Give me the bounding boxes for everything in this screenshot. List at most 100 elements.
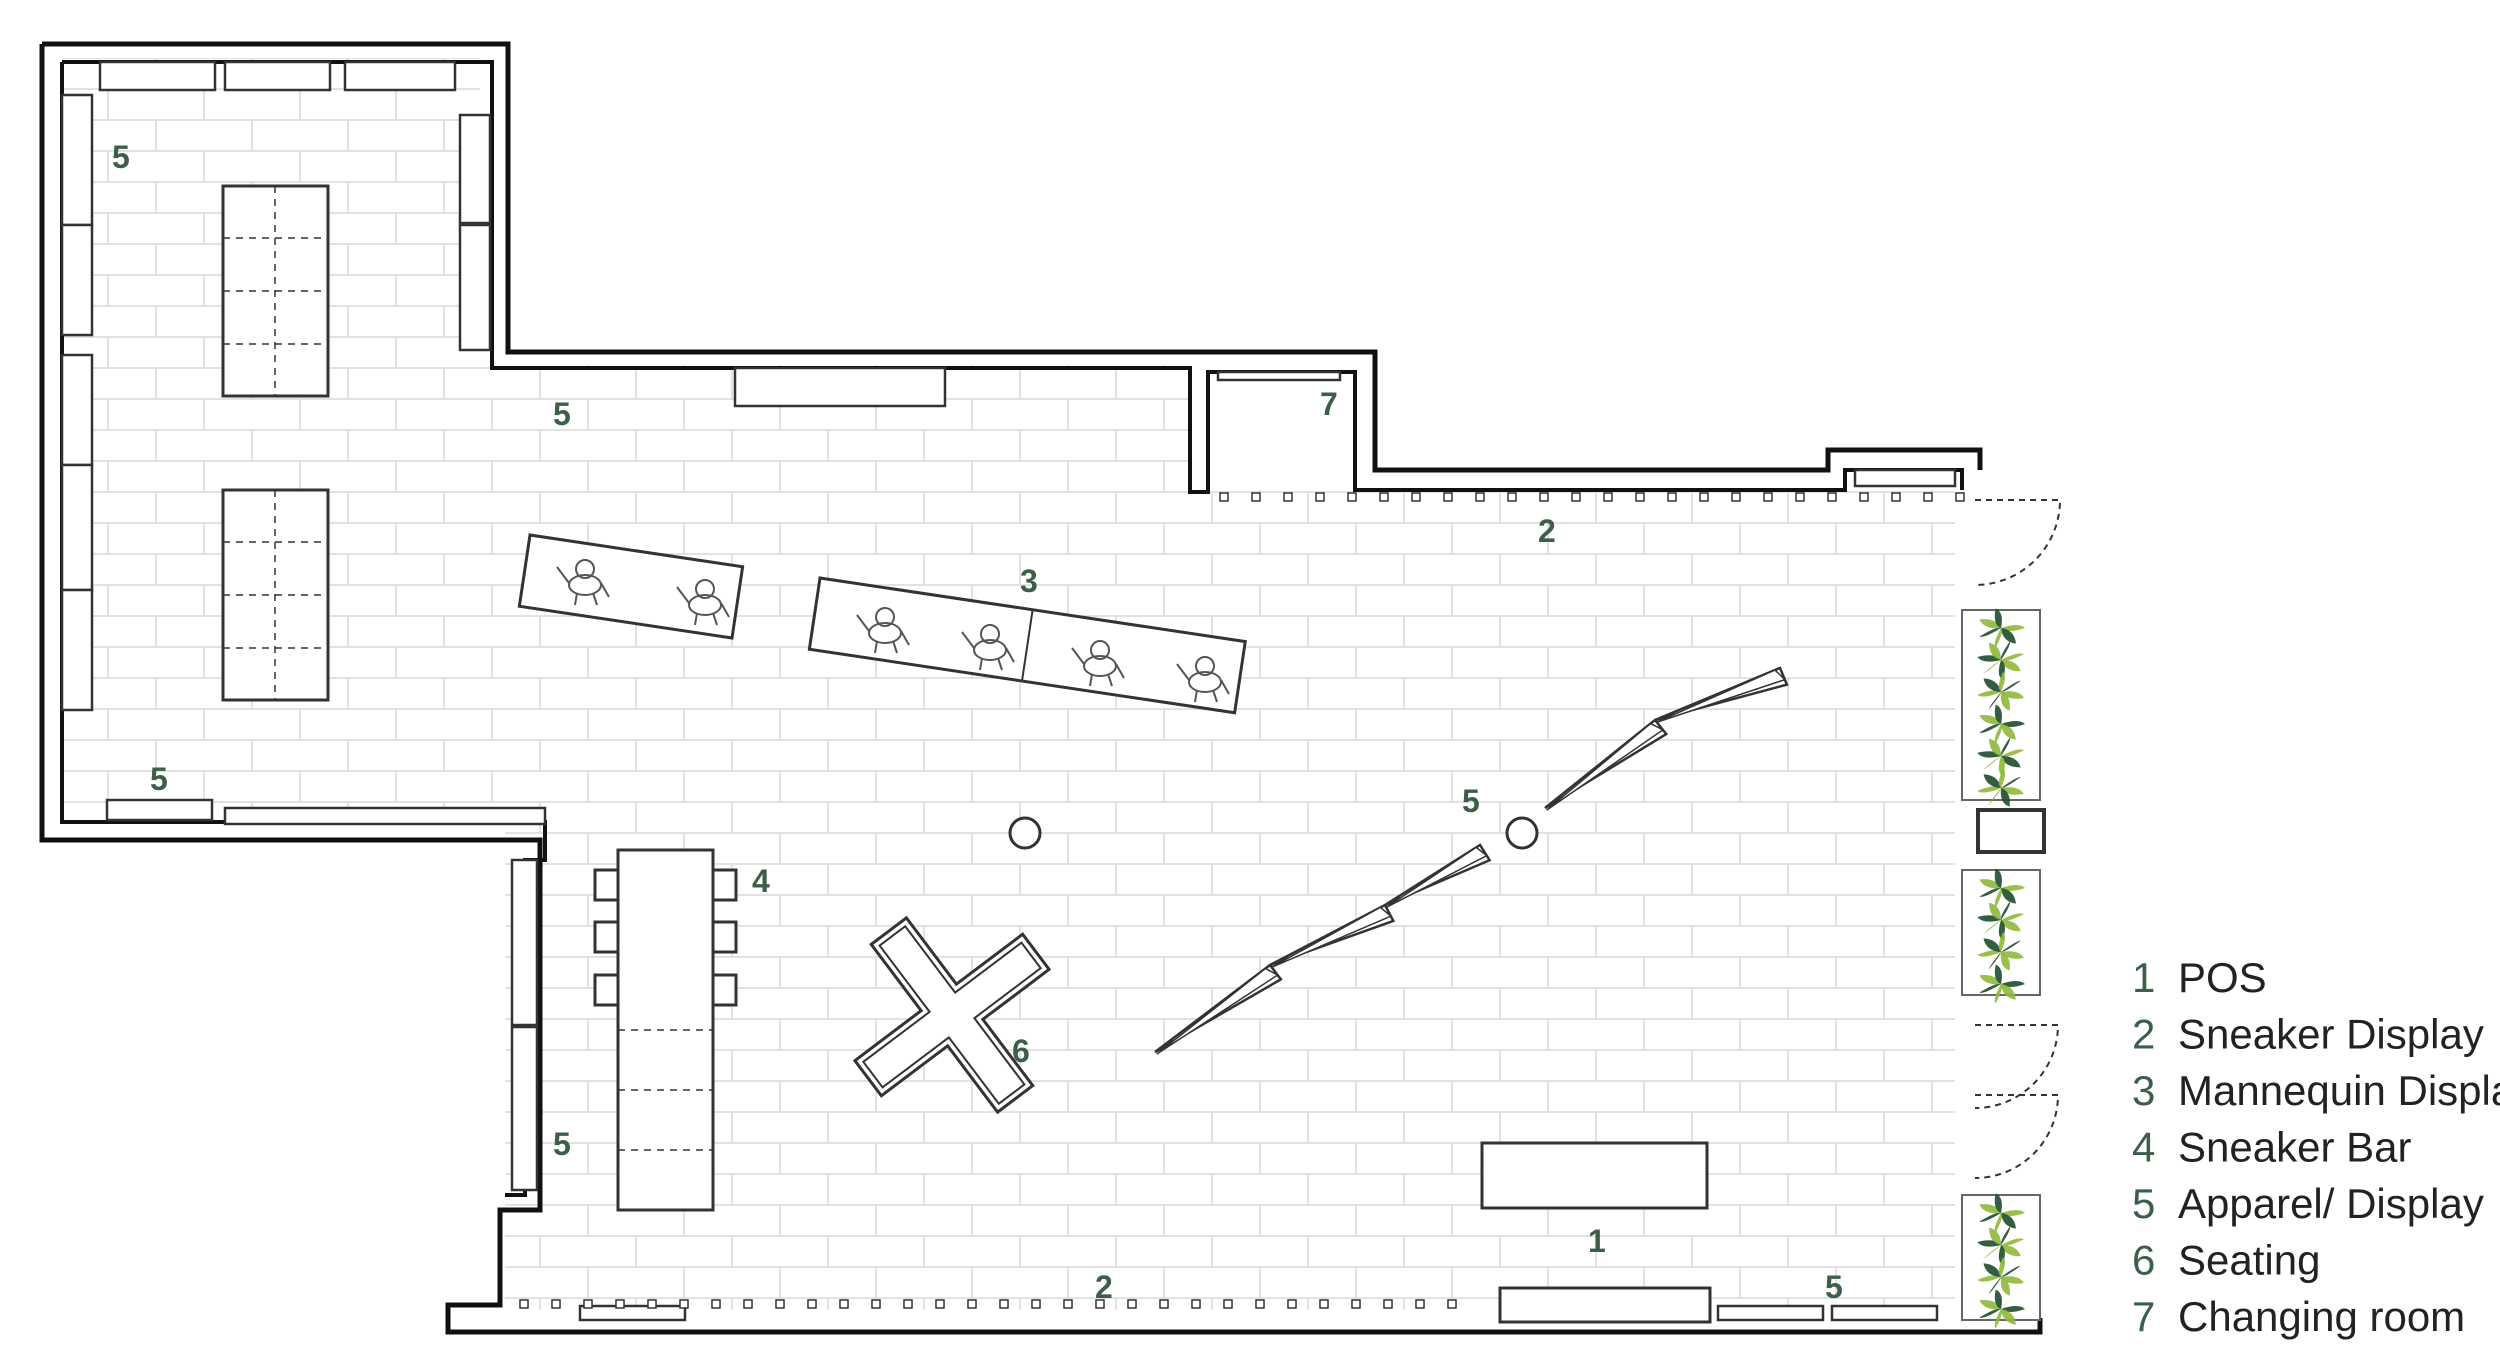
display-fin-inner (1546, 722, 1665, 811)
legend-number: 6 (2132, 1237, 2155, 1284)
sneaker-display-shelf (1795, 492, 1805, 502)
diagonal-display-fins (1154, 666, 1789, 1055)
sneaker-display-shelf (711, 1299, 721, 1309)
sneaker-display-shelf (1095, 1299, 1105, 1309)
wall-display (60, 588, 94, 712)
sneaker-display-shelf (1383, 1299, 1393, 1309)
mannequin-platform-small (517, 533, 745, 640)
zone-label: 7 (1320, 386, 1338, 422)
display-tables (221, 184, 330, 702)
wall-display (1216, 370, 1342, 382)
sneaker-display-shelf (1415, 1299, 1425, 1309)
sneaker-display-shelf (807, 1299, 817, 1309)
sneaker-display-shelf (1507, 492, 1517, 502)
display-fin-inner (1270, 906, 1393, 969)
sneaker-display-shelf (1347, 492, 1357, 502)
sneaker-display-shelf (871, 1299, 881, 1309)
entrance-post (1976, 808, 2046, 854)
display-fin-inner (1655, 669, 1787, 724)
legend-label: Sneaker Bar (2178, 1124, 2411, 1171)
sneaker-display-shelf (615, 1299, 625, 1309)
sneaker-display-shelf (551, 1299, 561, 1309)
mannequin-platforms (517, 533, 1247, 715)
wall-display (1830, 1304, 1939, 1322)
sneaker-display-shelf (743, 1299, 753, 1309)
zone-label: 5 (150, 761, 168, 797)
wall-display (343, 60, 457, 92)
sneaker-display-shelf (1351, 1299, 1361, 1309)
sneaker-display-shelf (1539, 492, 1549, 502)
sneaker-display-shelf (1447, 1299, 1457, 1309)
bar-stool (711, 868, 738, 902)
wall-display (60, 93, 94, 227)
wall-display (98, 60, 217, 92)
sneaker-display-shelf (1763, 492, 1773, 502)
sneaker-display-shelf (1635, 492, 1645, 502)
sneaker-display-shelf (1443, 492, 1453, 502)
plant-icon (1961, 868, 2041, 1004)
wall-displays (60, 60, 1965, 1322)
door-swing-icon (1974, 499, 2062, 586)
mannequin-icon (556, 559, 610, 606)
wall-display (1853, 468, 1957, 488)
wall-display (733, 366, 947, 408)
mannequin-icon (856, 607, 910, 654)
sneaker-display-shelf (679, 1299, 689, 1309)
wall-display (60, 463, 94, 592)
zone-label: 5 (553, 396, 571, 432)
sneaker-display-shelf (1283, 492, 1293, 502)
sneaker-display-shelf (1191, 1299, 1201, 1309)
sneaker-display-shelf (903, 1299, 913, 1309)
zone-label: 2 (1095, 1269, 1113, 1305)
wall-display (60, 353, 94, 467)
bar-stool (593, 920, 620, 954)
sneaker-display-shelf (1031, 1299, 1041, 1309)
sneaker-display-shelf (1667, 492, 1677, 502)
sneaker-display-shelf (1255, 1299, 1265, 1309)
sneaker-display-shelf (1603, 492, 1613, 502)
sneaker-display-shelf (1219, 492, 1229, 502)
zone-labels: 5 5 7 2 3 5 5 4 6 5 1 2 5 (112, 139, 1843, 1305)
wall-display (578, 1304, 687, 1322)
bar-stool (593, 973, 620, 1007)
seating-cross (852, 915, 1052, 1115)
display-fin-inner (1156, 967, 1280, 1055)
sneaker-display-shelf (1731, 492, 1741, 502)
plant-icon (1961, 1193, 2041, 1329)
sneaker-display-shelf (1287, 1299, 1297, 1309)
legend-label: POS (2178, 954, 2267, 1001)
exterior-walls (39, 41, 2043, 1335)
legend-number: 2 (2132, 1011, 2155, 1058)
zone-label: 5 (1462, 783, 1480, 819)
door-swing-icon (1974, 1094, 2060, 1179)
legend-number: 5 (2132, 1180, 2155, 1227)
entrance (1974, 499, 2062, 1179)
zone-label: 3 (1020, 563, 1038, 599)
wall-display (458, 223, 492, 352)
wall-display (510, 858, 539, 1027)
zone-label: 2 (1538, 513, 1556, 549)
wall-display (60, 223, 94, 337)
pos (1480, 1141, 1712, 1324)
sneaker-display-shelf (1827, 492, 1837, 502)
sneaker-display-shelf (1955, 492, 1965, 502)
sneaker-display-shelf (1379, 492, 1389, 502)
mannequin-icon (961, 624, 1015, 671)
column-icon (1008, 816, 1042, 850)
legend-number: 1 (2132, 954, 2155, 1001)
zone-label: 1 (1588, 1223, 1606, 1259)
sneaker-display-shelf (775, 1299, 785, 1309)
sneaker-display-shelf (647, 1299, 657, 1309)
sneaker-display-shelf (1859, 492, 1869, 502)
sneaker-display-shelf (1159, 1299, 1169, 1309)
bar-stool (593, 868, 620, 902)
bar-stool (711, 973, 738, 1007)
legend-label: Sneaker Display (2178, 1011, 2484, 1058)
sneaker-display-shelf (1411, 492, 1421, 502)
sneaker-display-shelf (839, 1299, 849, 1309)
legend-number: 3 (2132, 1067, 2155, 1114)
zone-label: 4 (752, 863, 770, 899)
wall-display (1716, 1304, 1825, 1322)
zone-label: 5 (1825, 1269, 1843, 1305)
